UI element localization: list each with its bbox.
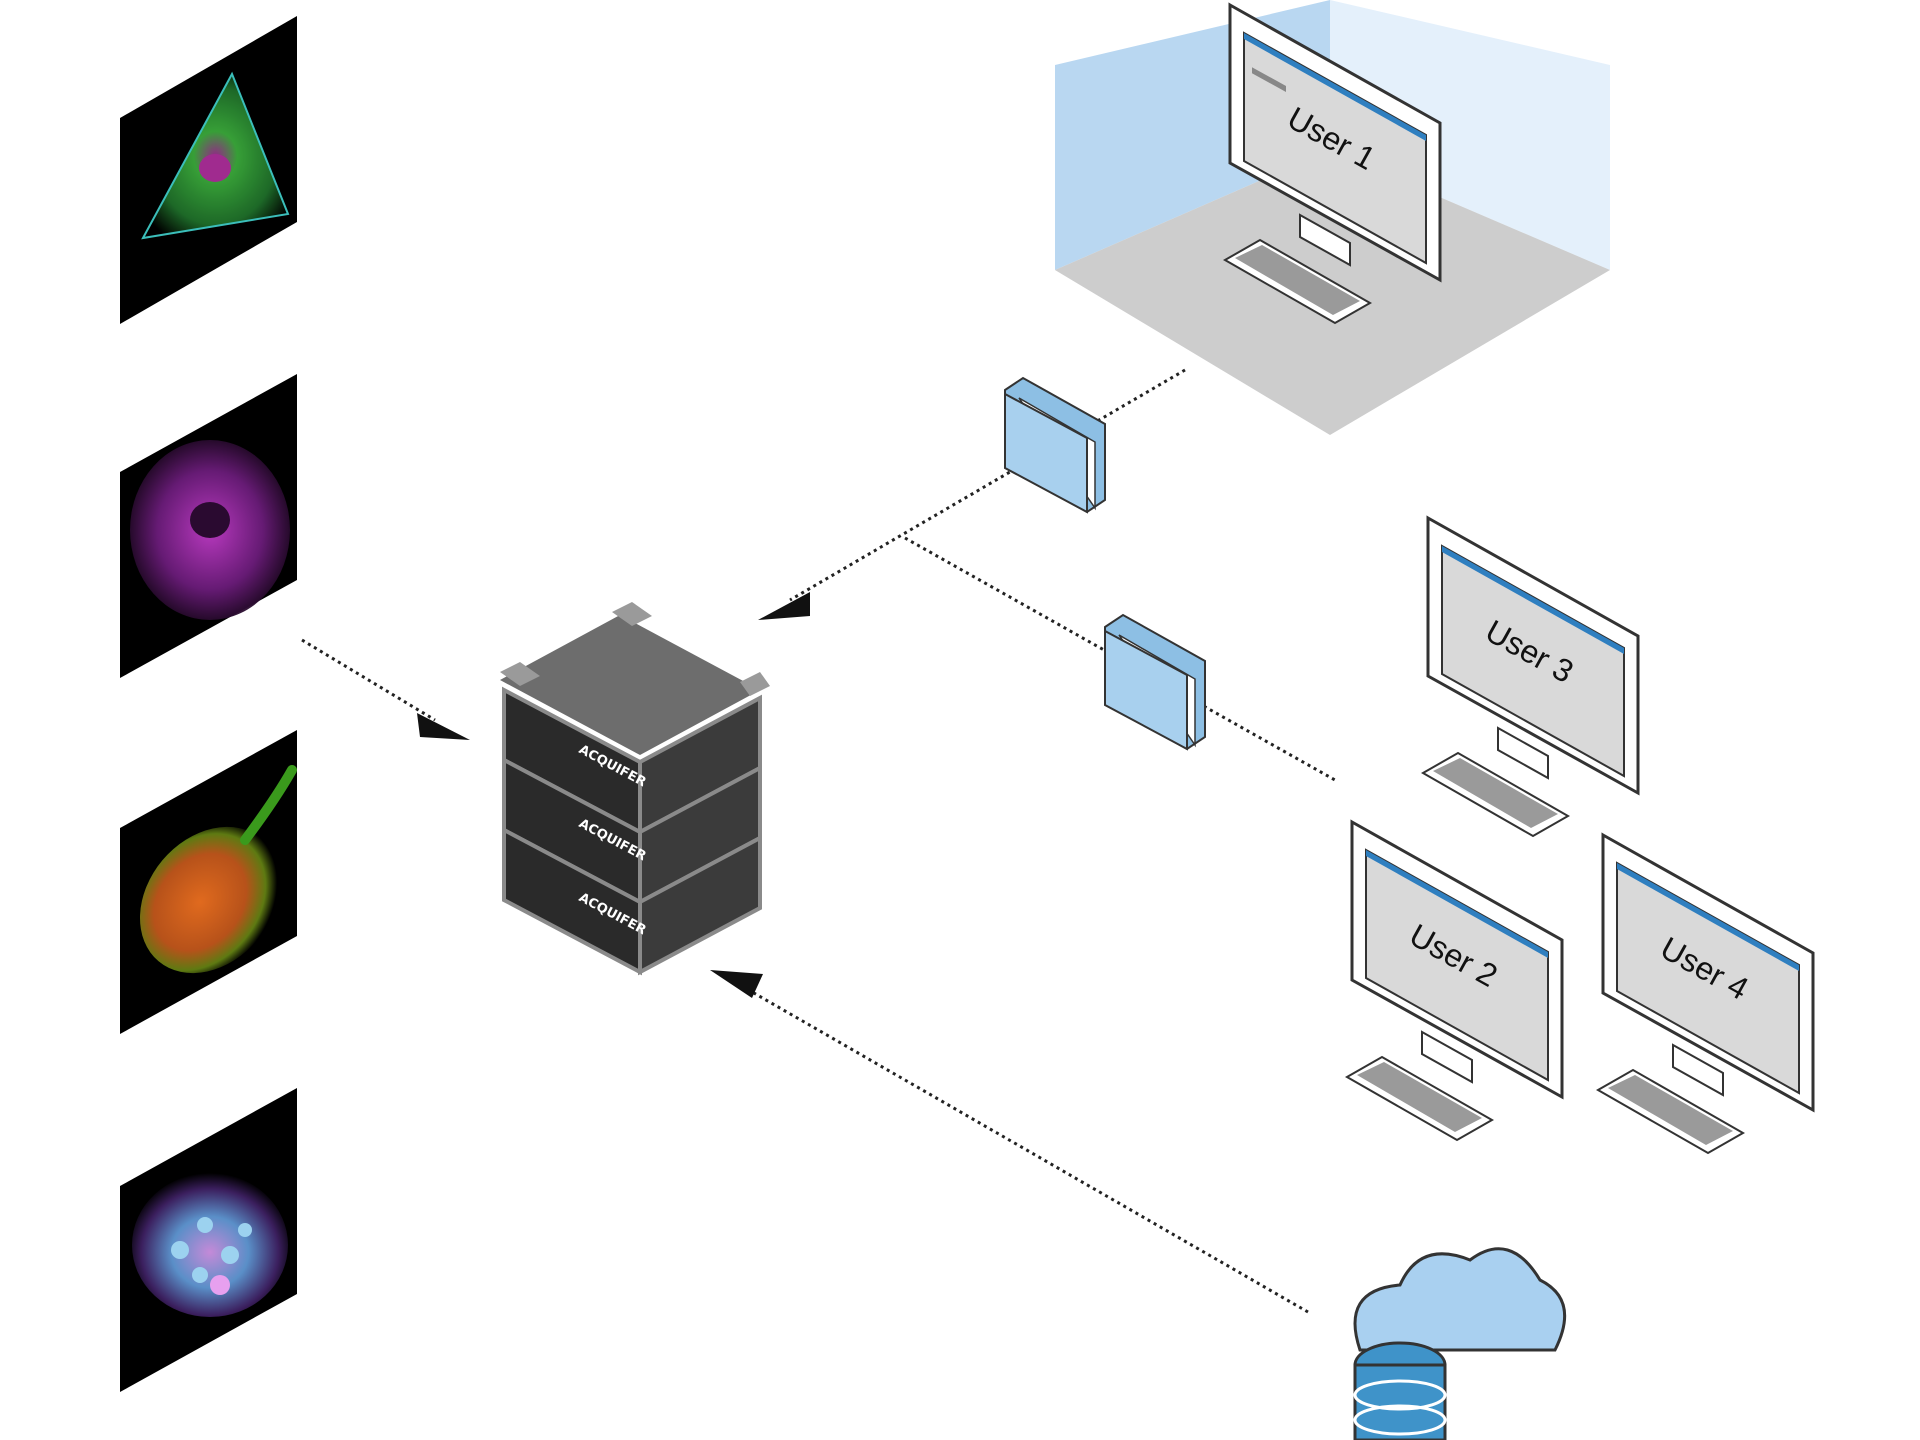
folder-icon (1104, 613, 1206, 751)
arrowhead-icon (417, 713, 470, 740)
database-icon (1353, 1341, 1447, 1440)
microscopy-image-3 (120, 730, 297, 1034)
microscopy-image-4 (120, 1088, 297, 1392)
flow-line-cloud-to-server (710, 970, 1309, 1314)
flow-line-user1-to-server (758, 368, 1186, 620)
workstation-user4: User 4 (1595, 832, 1815, 1155)
server-rack: ACQUIFER ACQUIFER ACQUIFER (500, 602, 770, 976)
microscopy-image-2 (120, 374, 297, 678)
arrowhead-icon (758, 592, 810, 620)
workstation-user3: User 3 (1420, 515, 1640, 838)
server-unit-3: ACQUIFER (502, 826, 762, 976)
folder-icon (1004, 376, 1106, 514)
workstation-user1: User 1 (1222, 2, 1442, 325)
cloud-storage-icon (1353, 1247, 1567, 1352)
microscopy-image-1 (120, 16, 297, 324)
arrowhead-icon (710, 970, 763, 998)
server-unit-2: ACQUIFER (502, 756, 762, 906)
workstation-user2: User 2 (1344, 819, 1564, 1142)
flow-line-images-to-server (301, 638, 470, 740)
